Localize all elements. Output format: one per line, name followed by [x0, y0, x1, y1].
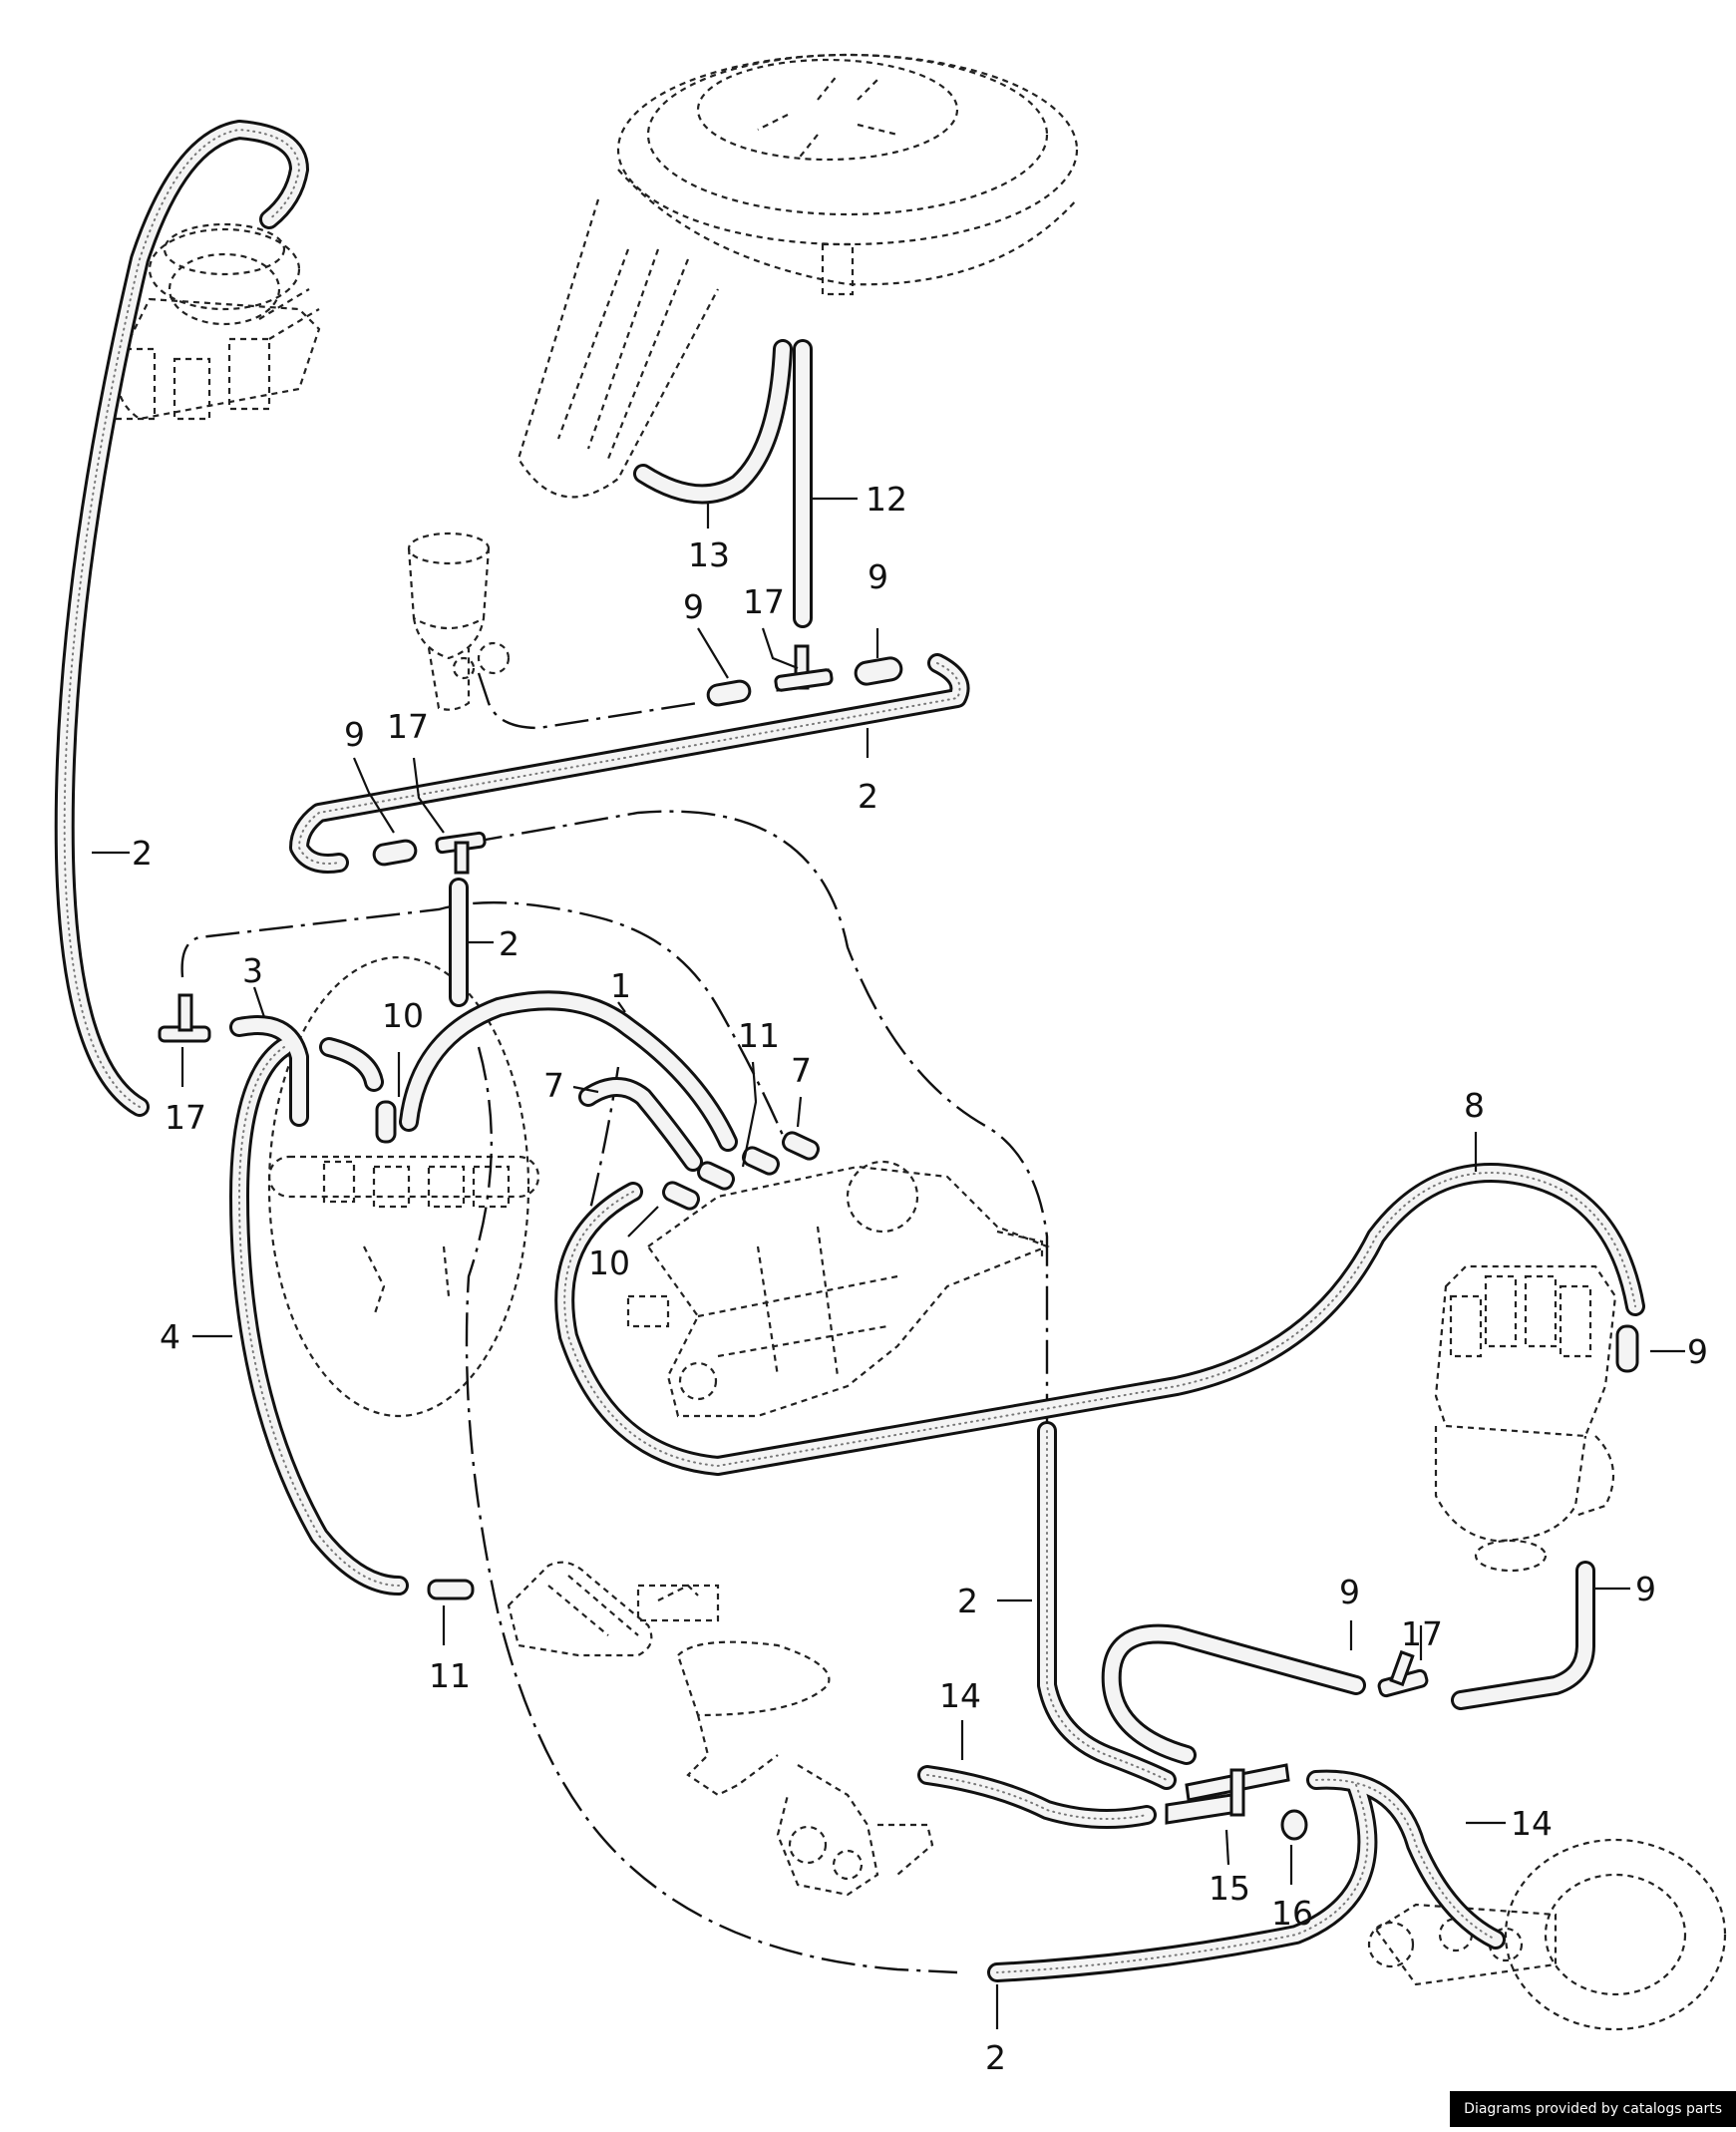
callout-11: 11 — [738, 1016, 780, 1055]
callout-9: 9 — [868, 557, 888, 596]
carburetor-manifold — [267, 955, 540, 1418]
hose-13-curved — [633, 339, 793, 505]
distributor — [1434, 1264, 1617, 1573]
callout-7: 7 — [543, 1066, 564, 1105]
vacuum-unit-bracket — [676, 1640, 934, 1897]
hose-4-long — [229, 1037, 409, 1596]
check-valve — [407, 532, 511, 711]
callout-15: 15 — [1209, 1869, 1250, 1908]
callout-12: 12 — [866, 480, 907, 519]
air-cleaner — [517, 53, 1079, 499]
carburetor — [626, 1160, 1050, 1418]
connectors — [158, 644, 1639, 1841]
callout-9: 9 — [1339, 1573, 1360, 1611]
callout-17: 17 — [387, 707, 429, 746]
callout-17: 17 — [165, 1098, 206, 1137]
callout-8: 8 — [1464, 1086, 1485, 1125]
callout-1: 1 — [610, 966, 631, 1005]
brake-servo — [1367, 1838, 1727, 2031]
callout-14: 14 — [939, 1676, 981, 1715]
callout-11: 11 — [429, 1656, 471, 1695]
callout-14: 14 — [1511, 1804, 1553, 1843]
callout-9: 9 — [344, 715, 365, 754]
leader-lines — [92, 497, 1685, 2029]
hose-fill — [57, 123, 1642, 1979]
hose-texture — [63, 128, 1636, 1973]
callout-16: 16 — [1271, 1894, 1313, 1933]
callout-9: 9 — [683, 587, 704, 626]
callout-13: 13 — [688, 535, 730, 574]
callout-2: 2 — [858, 777, 878, 816]
callout-2: 2 — [957, 1582, 978, 1620]
callout-2: 2 — [132, 834, 153, 873]
hose-8-long — [554, 1163, 1645, 1476]
callout-4: 4 — [160, 1317, 180, 1356]
callout-17: 17 — [1401, 1614, 1443, 1653]
callout-2: 2 — [985, 2038, 1006, 2077]
callout-3: 3 — [242, 951, 263, 990]
callout-17: 17 — [743, 582, 785, 621]
callout-10: 10 — [382, 996, 424, 1035]
callout-9: 9 — [1635, 1570, 1656, 1608]
callouts: 12 13 9 17 9 2 9 17 2 2 3 1 10 17 11 7 7… — [132, 480, 1708, 2077]
callout-7: 7 — [791, 1051, 812, 1090]
credit-label: Diagrams provided by catalogs parts — [1450, 2091, 1736, 2127]
callout-10: 10 — [588, 1244, 630, 1282]
callout-9: 9 — [1687, 1332, 1708, 1371]
thermo-valve — [507, 1561, 720, 1657]
callout-2: 2 — [499, 924, 520, 963]
